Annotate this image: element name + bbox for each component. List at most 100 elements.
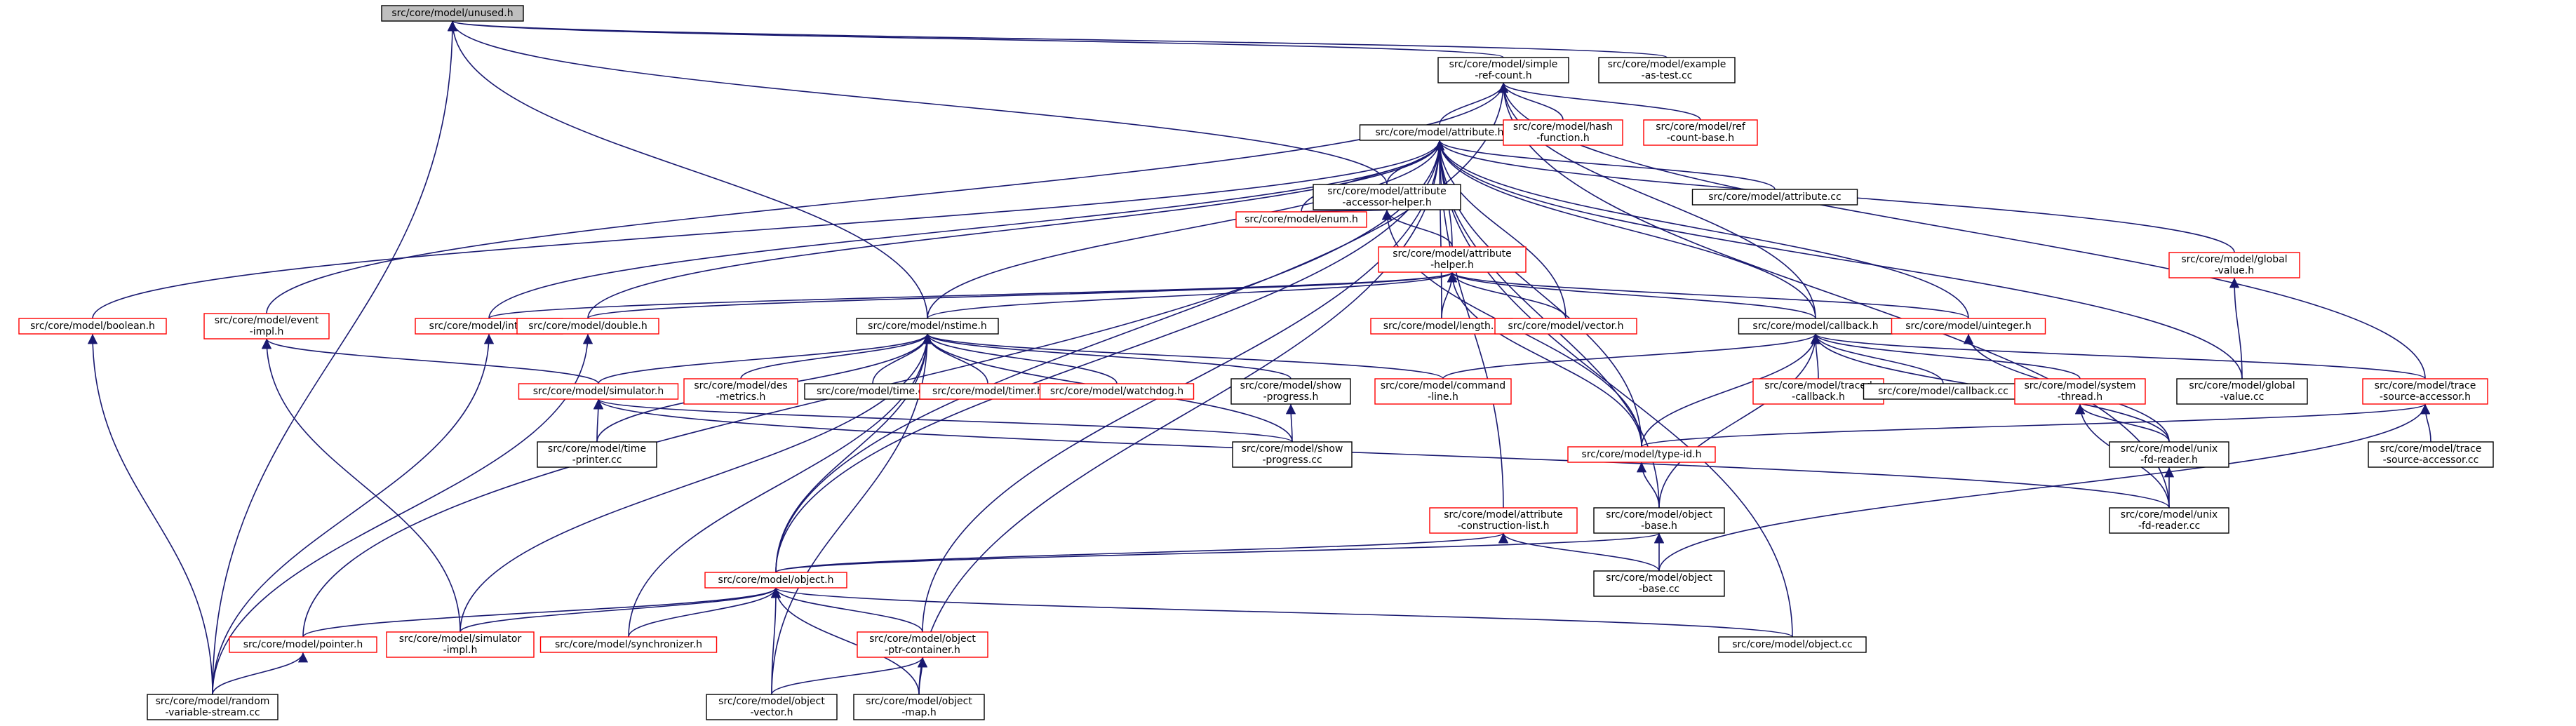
- edge-object_vector-to-object_ptr_container: [771, 657, 928, 695]
- node-box: [1374, 378, 1512, 405]
- node-object-cc[interactable]: src/core/model/object.cc: [1718, 636, 1867, 653]
- node-label: src/core/model/simple: [1449, 59, 1558, 70]
- edge-show_progress_h-to-nstime_h: [923, 333, 1292, 379]
- node-label: src/core/model/event: [215, 315, 319, 326]
- node-unused[interactable]: src/core/model/unused.h: [381, 5, 524, 22]
- node-box: [856, 318, 999, 335]
- node-attribute-cc[interactable]: src/core/model/attribute.cc: [1691, 189, 1858, 206]
- node-label: src/core/model/attribute: [1444, 509, 1563, 520]
- node-global-value-cc[interactable]: src/core/model/global-value.cc: [2176, 378, 2308, 405]
- node-box: [1230, 378, 1351, 405]
- edge-uinteger_h-to-attribute_helper: [1447, 271, 1969, 319]
- node-label: -value.h: [2215, 265, 2254, 276]
- node-box: [2109, 507, 2229, 534]
- node-object-vector[interactable]: src/core/model/object-vector.h: [706, 694, 838, 720]
- node-box: [1752, 378, 1884, 405]
- node-simulator-h[interactable]: src/core/model/simulator.h: [518, 383, 679, 400]
- node-label: -progress.h: [1263, 391, 1319, 403]
- edge-object_h-to-attribute_construction_list: [775, 532, 1508, 573]
- node-label: src/core/model/show: [1240, 380, 1342, 391]
- node-label: src/core/model/object: [1606, 572, 1712, 584]
- node-command-line[interactable]: src/core/model/command-line.h: [1374, 378, 1512, 405]
- node-trace-source-accessor-cc[interactable]: src/core/model/trace-source-accessor.cc: [2368, 441, 2494, 468]
- node-box: [1039, 383, 1195, 400]
- edge-object_base_h-to-type_id: [1636, 462, 1660, 509]
- node-label: src/core/model/enum.h: [1245, 214, 1358, 225]
- node-example-as-test[interactable]: src/core/model/example-as-test.cc: [1598, 57, 1736, 83]
- node-object-base-cc[interactable]: src/core/model/object-base.cc: [1593, 570, 1725, 597]
- node-watchdog-h[interactable]: src/core/model/watchdog.h: [1039, 383, 1195, 400]
- node-label: -impl.h: [443, 645, 478, 656]
- node-event-impl[interactable]: src/core/model/event-impl.h: [203, 313, 330, 340]
- node-show-progress-cc[interactable]: src/core/model/show-progress.cc: [1232, 441, 1353, 468]
- node-box: [1313, 184, 1461, 210]
- node-label: src/core/model/object.cc: [1732, 639, 1853, 650]
- node-type-id[interactable]: src/core/model/type-id.h: [1567, 446, 1716, 463]
- node-unix-fd-reader-h[interactable]: src/core/model/unix-fd-reader.h: [2109, 441, 2229, 468]
- node-timer-h[interactable]: src/core/model/timer.h: [919, 383, 1056, 400]
- edge-unix_fd_reader_cc-to-simulator_h: [593, 398, 2170, 509]
- node-des-metrics[interactable]: src/core/model/des-metrics.h: [683, 378, 798, 405]
- node-label: src/core/model/show: [1242, 443, 1343, 455]
- node-attribute-construction-list[interactable]: src/core/model/attribute-construction-li…: [1429, 507, 1578, 534]
- node-vector-h[interactable]: src/core/model/vector.h: [1494, 318, 1637, 335]
- node-label: src/core/model/attribute: [1327, 186, 1447, 197]
- node-synchronizer-h[interactable]: src/core/model/synchronizer.h: [539, 636, 718, 653]
- node-attribute-helper[interactable]: src/core/model/attribute-helper.h: [1378, 246, 1527, 273]
- edge-time_printer-to-simulator_h: [593, 398, 604, 443]
- node-boolean-h[interactable]: src/core/model/boolean.h: [18, 318, 167, 335]
- node-object-ptr-container[interactable]: src/core/model/object-ptr-container.h: [857, 631, 988, 658]
- edge-double_h-to-attribute_h: [587, 140, 1445, 319]
- node-simple-ref-count[interactable]: src/core/model/simple-ref-count.h: [1437, 57, 1569, 83]
- node-callback-cc[interactable]: src/core/model/callback.cc: [1863, 383, 2024, 400]
- node-object-h[interactable]: src/core/model/object.h: [704, 572, 847, 589]
- edge-synchronizer_h-to-object_h: [628, 587, 781, 638]
- node-label: src/core/model/vector.h: [1508, 321, 1624, 332]
- node-label: -vector.h: [750, 707, 793, 718]
- node-label: -thread.h: [2058, 391, 2102, 403]
- node-label: src/core/model/unix: [2121, 509, 2218, 520]
- node-time-cc[interactable]: src/core/model/time.cc: [804, 383, 941, 400]
- node-ref-count-base[interactable]: src/core/model/ref-count-base.h: [1643, 119, 1758, 146]
- node-label: src/core/model/pointer.h: [243, 639, 363, 650]
- node-attribute-h[interactable]: src/core/model/attribute.h: [1359, 124, 1520, 141]
- node-enum-h[interactable]: src/core/model/enum.h: [1235, 211, 1367, 228]
- node-label: src/core/model/simulator.h: [533, 386, 664, 397]
- node-system-thread[interactable]: src/core/model/system-thread.h: [2014, 378, 2146, 405]
- node-label: src/core/model/command: [1381, 380, 1505, 391]
- node-label: src/core/model/nstime.h: [868, 321, 987, 332]
- node-traced-callback[interactable]: src/core/model/traced-callback.h: [1752, 378, 1884, 405]
- node-trace-source-accessor-h[interactable]: src/core/model/trace-source-accessor.h: [2362, 378, 2488, 405]
- node-random-variable-stream[interactable]: src/core/model/random-variable-stream.cc: [147, 694, 279, 720]
- edge-object_base_cc-to-attribute_construction_list: [1498, 532, 1660, 572]
- node-global-value-h[interactable]: src/core/model/global-value.h: [2168, 252, 2300, 278]
- node-box: [1643, 119, 1758, 146]
- edge-callback_h-to-attribute_helper: [1447, 271, 1816, 319]
- node-box: [18, 318, 167, 335]
- node-simulator-impl[interactable]: src/core/model/simulator-impl.h: [386, 631, 535, 658]
- edge-random_variable_stream-to-integer_h: [212, 333, 495, 695]
- node-unix-fd-reader-cc[interactable]: src/core/model/unix-fd-reader.cc: [2109, 507, 2229, 534]
- node-pointer-h[interactable]: src/core/model/pointer.h: [229, 636, 377, 653]
- node-box: [1437, 57, 1569, 83]
- node-show-progress-h[interactable]: src/core/model/show-progress.h: [1230, 378, 1351, 405]
- node-nstime-h[interactable]: src/core/model/nstime.h: [856, 318, 999, 335]
- node-time-printer[interactable]: src/core/model/time-printer.cc: [537, 441, 657, 468]
- edge-callback_h-to-attribute_h: [1434, 140, 1816, 319]
- node-object-base-h[interactable]: src/core/model/object-base.h: [1593, 507, 1725, 534]
- dependency-edges: [87, 20, 2431, 695]
- edge-random_variable_stream-to-pointer_h: [212, 652, 309, 695]
- edge-trace_source_accessor_h-to-callback_h: [1811, 333, 2426, 379]
- edge-attribute_cc-to-attribute_h: [1435, 140, 1776, 190]
- node-length-h[interactable]: src/core/model/length.h: [1370, 318, 1513, 335]
- node-double-h[interactable]: src/core/model/double.h: [516, 318, 659, 335]
- node-label: -ref-count.h: [1475, 70, 1531, 81]
- node-box: [1378, 246, 1527, 273]
- node-uinteger-h[interactable]: src/core/model/uinteger.h: [1891, 318, 2046, 335]
- node-label: src/core/model/object: [1606, 509, 1712, 520]
- node-callback-h[interactable]: src/core/model/callback.h: [1738, 318, 1893, 335]
- node-object-map[interactable]: src/core/model/object-map.h: [853, 694, 985, 720]
- node-attribute-accessor-helper[interactable]: src/core/model/attribute-accessor-helper…: [1313, 184, 1461, 210]
- node-label: src/core/model/simulator: [399, 633, 522, 645]
- node-hash-function[interactable]: src/core/model/hash-function.h: [1503, 119, 1623, 146]
